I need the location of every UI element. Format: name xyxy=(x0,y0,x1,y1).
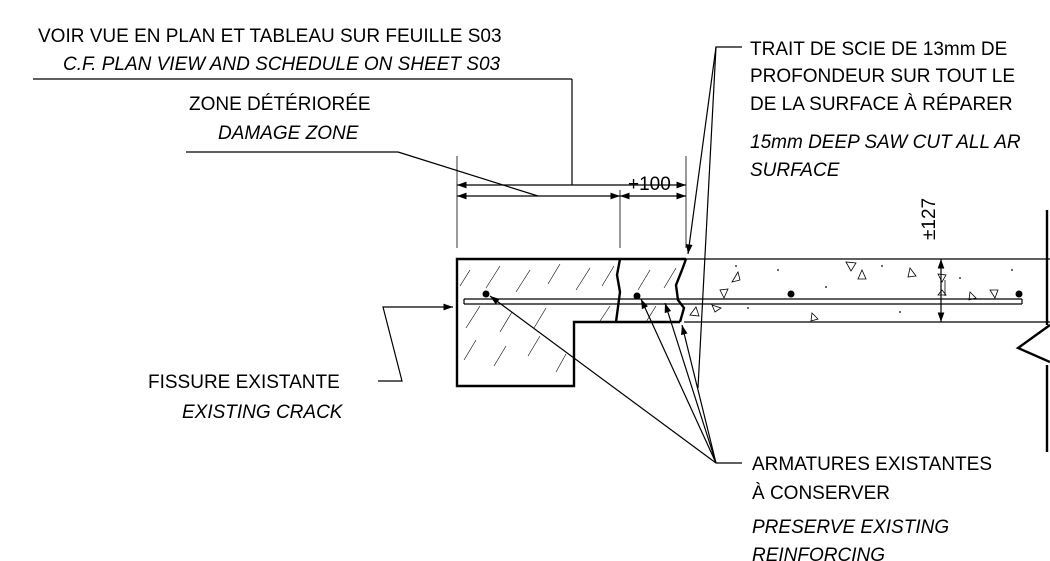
existing-slab xyxy=(684,258,1050,323)
reinforcing-leader-2 xyxy=(640,298,717,464)
damage-zone-leader xyxy=(397,151,539,197)
saw-cut-fr-line3: DE LA SURFACE À RÉPARER xyxy=(750,94,1013,115)
reinforcing-leader-4 xyxy=(681,324,717,464)
existing-crack-en: EXISTING CRACK xyxy=(182,402,344,423)
saw-cut-fr-line1: TRAIT DE SCIE DE 13mm DE xyxy=(750,39,1007,60)
damage-zone-en: DAMAGE ZONE xyxy=(218,123,359,144)
reinforcing-fr-line1: ARMATURES EXISTANTES xyxy=(752,454,992,475)
dimension-lines xyxy=(456,156,945,322)
existing-reinforcing xyxy=(463,280,1023,305)
saw-cut-en-line2: SURFACE xyxy=(750,160,840,181)
reinforcing-leader-3 xyxy=(664,302,717,464)
damage-zone-fr: ZONE DÉTÉRIORÉE xyxy=(189,94,371,115)
existing-crack-leader xyxy=(378,303,453,382)
reinforcing-leader-1 xyxy=(489,295,717,464)
saw-cut-fr-line2: PROFONDEUR SUR TOUT LE xyxy=(750,66,1015,87)
saw-cut-leader-bottom xyxy=(697,46,717,389)
reinforcing-en-line2: REINFORCING xyxy=(752,545,885,561)
saw-cut-en-line1: 15mm DEEP SAW CUT ALL AR xyxy=(750,132,1021,153)
view-note-en: C.F. PLAN VIEW AND SCHEDULE ON SHEET S03 xyxy=(63,54,501,75)
saw-cut-leader-top xyxy=(685,46,742,255)
view-note-fr: VOIR VUE EN PLAN ET TABLEAU SUR FEUILLE … xyxy=(38,26,502,47)
reinforcing-fr-line2: À CONSERVER xyxy=(752,483,890,504)
break-line xyxy=(1015,210,1050,452)
damage-zone-area xyxy=(455,257,688,388)
reinforcing-en-line1: PRESERVE EXISTING xyxy=(752,517,949,538)
existing-crack-fr: FISSURE EXISTANTE xyxy=(148,372,340,393)
dimension-depth: ±127 xyxy=(919,198,940,240)
